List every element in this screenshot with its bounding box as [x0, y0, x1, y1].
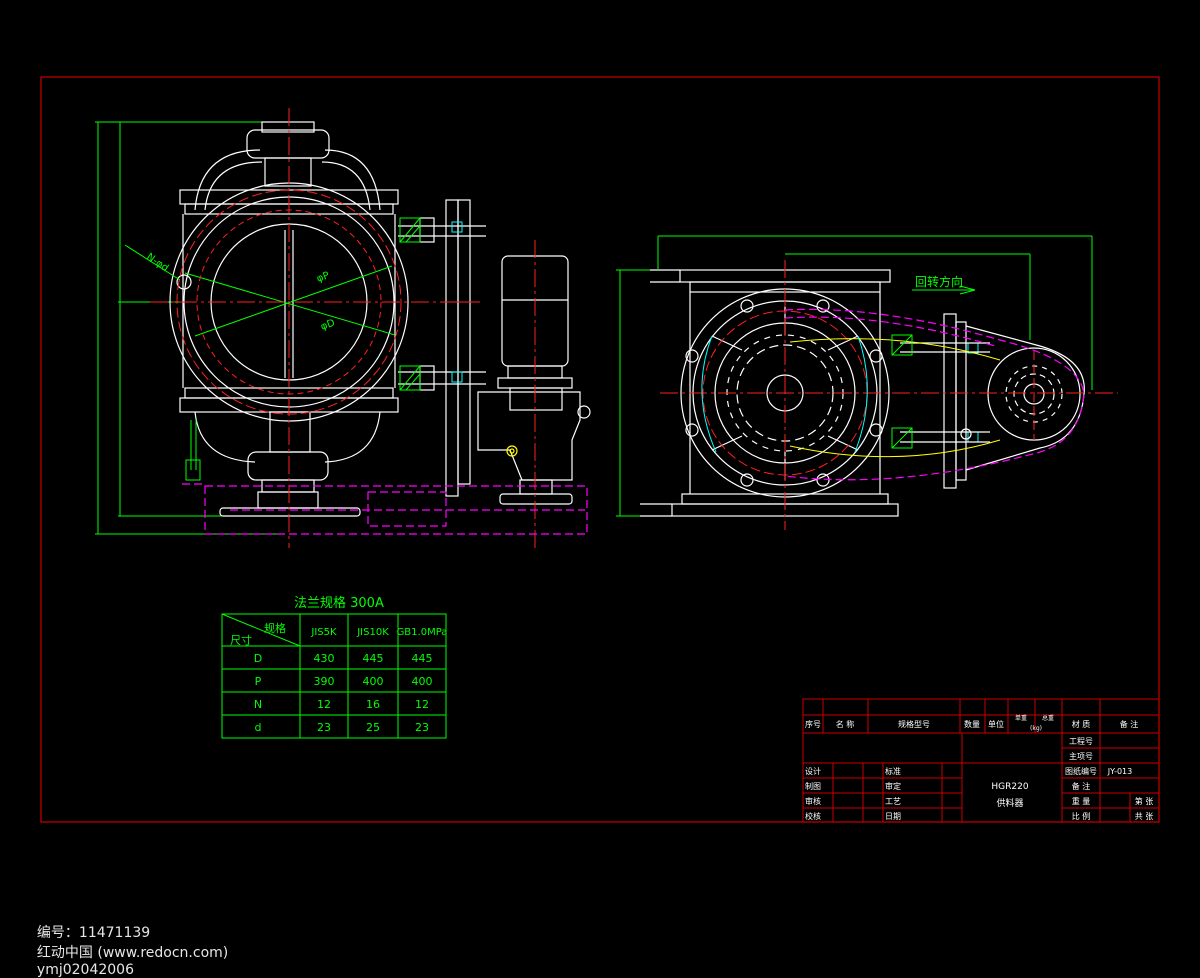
tb-mid-label: 日期 [885, 812, 901, 821]
dim-d-label: φD [319, 317, 336, 332]
flange-cell: 16 [366, 698, 380, 711]
caption-site: 红动中国 (www.redocn.com) [36, 945, 229, 961]
tb-header: 材 质 [1072, 719, 1091, 729]
tb-sheet-label: 第 张 [1135, 796, 1154, 806]
flange-col-1: JIS5K [310, 627, 337, 638]
tb-left-label: 设计 [805, 766, 821, 776]
flange-col-2: JIS10K [356, 627, 389, 638]
tb-header: 名 称 [836, 719, 855, 729]
tb-header: 数量 [964, 719, 980, 729]
tb-right-label: 比 例 [1072, 811, 1091, 821]
flange-header-size: 尺寸 [230, 633, 252, 647]
tb-mid-label: 工艺 [885, 797, 901, 806]
flange-cell: 445 [363, 652, 384, 665]
caption-author: ymj02042006 [36, 962, 134, 978]
dim-p-label: φP [315, 270, 331, 285]
tb-mid-label: 标准 [885, 766, 901, 776]
front-view [95, 121, 591, 535]
flange-spec-table: 法兰规格 300A 规格 尺寸 JIS5K JIS10K GB1.0MPa D … [221, 595, 448, 739]
tb-right-label: 备 注 [1072, 781, 1091, 791]
image-caption: 编号：11471139 红动中国 (www.redocn.com) ymj020… [28, 906, 244, 978]
rotation-direction-label: 回转方向 [915, 274, 963, 289]
tb-header: 单重 [1015, 714, 1027, 722]
flange-cell: 12 [415, 698, 429, 711]
flange-row-label: d [255, 721, 262, 734]
cad-drawing: N-φd φP φD [40, 76, 1160, 823]
tb-right-label: 工程号 [1069, 737, 1093, 746]
tb-right-label: 主项号 [1069, 751, 1093, 761]
tb-right-label: 图纸编号 [1065, 766, 1097, 776]
tb-sheet-label: 共 张 [1135, 812, 1154, 821]
flange-cell: 400 [363, 675, 384, 688]
tb-left-label: 制图 [805, 781, 821, 791]
tb-header: 规格型号 [898, 719, 930, 729]
tb-weight-unit: (kg) [1030, 725, 1042, 732]
flange-cell: 23 [317, 721, 331, 734]
drawing-frame [40, 76, 1160, 823]
tb-drawing-number: JY-013 [1107, 767, 1132, 776]
flange-cell: 25 [366, 721, 380, 734]
title-block: 序号 名 称 规格型号 数量 单位 单重 总重 (kg) 材 质 备 注 设计 … [802, 698, 1160, 823]
tb-right-label: 重 量 [1072, 796, 1091, 806]
tb-header: 备 注 [1120, 719, 1139, 729]
tb-product-code: HGR220 [991, 782, 1028, 792]
flange-col-3: GB1.0MPa [397, 627, 448, 638]
tb-left-label: 审核 [805, 796, 821, 806]
flange-row-label: P [255, 675, 262, 688]
tb-header: 序号 [805, 719, 821, 729]
flange-cell: 12 [317, 698, 331, 711]
tb-header: 单位 [988, 719, 1004, 729]
flange-cell: 390 [314, 675, 335, 688]
flange-row-label: D [254, 652, 262, 665]
flange-header-spec: 规格 [264, 621, 286, 635]
flange-row-label: N [254, 698, 262, 711]
flange-cell: 23 [415, 721, 429, 734]
flange-cell: 430 [314, 652, 335, 665]
flange-cell: 445 [412, 652, 433, 665]
tb-product-name: 供料器 [996, 797, 1023, 809]
tb-left-label: 校核 [805, 811, 821, 821]
caption-id: 编号：11471139 [36, 925, 151, 941]
flange-cell: 400 [412, 675, 433, 688]
tb-header: 总重 [1042, 714, 1054, 722]
flange-table-title: 法兰规格 300A [294, 595, 384, 611]
tb-mid-label: 审定 [885, 781, 901, 791]
